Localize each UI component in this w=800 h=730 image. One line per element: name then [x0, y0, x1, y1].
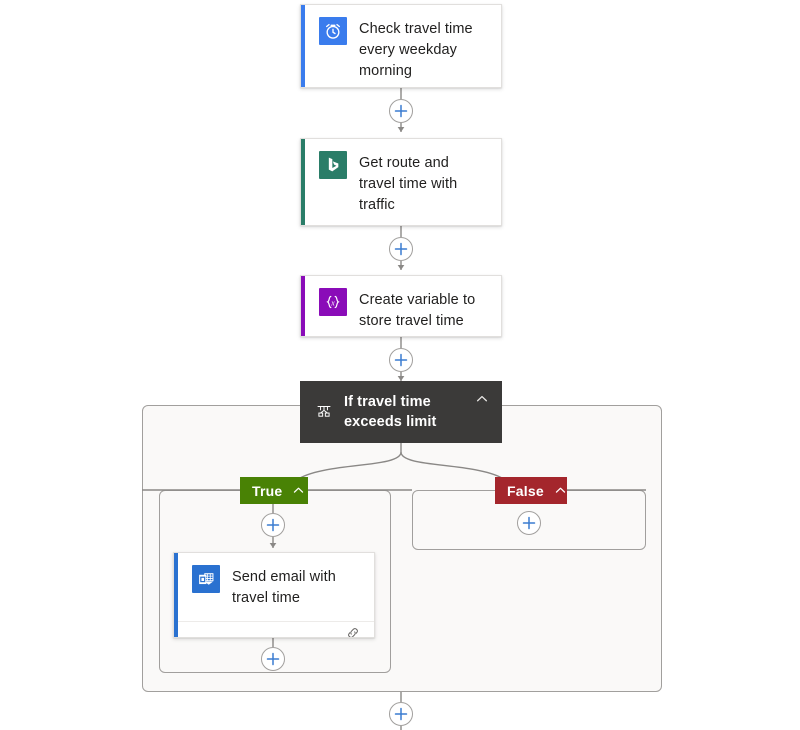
outlook-icon [192, 565, 220, 593]
condition-icon [314, 402, 334, 422]
card-accent-bar [301, 5, 305, 87]
chevron-up-icon[interactable] [554, 484, 567, 497]
action-card-send-email[interactable]: Send email with travel time [173, 552, 375, 638]
action-card-create-variable[interactable]: x Create variable to store travel time [300, 275, 502, 337]
add-step-button-after-create-variable[interactable] [389, 348, 413, 372]
trigger-card-check-travel-time[interactable]: Check travel time every weekday morning [300, 4, 502, 88]
action-card-get-route[interactable]: Get route and travel time with traffic [300, 138, 502, 226]
branch-label-text: True [252, 482, 283, 499]
condition-card-header[interactable]: If travel time exceeds limit [300, 381, 502, 443]
condition-title: If travel time exceeds limit [344, 394, 437, 430]
add-step-button-true-top[interactable] [261, 513, 285, 537]
chevron-up-icon[interactable] [472, 389, 492, 409]
bing-maps-icon [319, 151, 347, 179]
action-title: Get route and travel time with traffic [359, 155, 458, 213]
branch-label-text: False [507, 482, 544, 499]
card-accent-bar [301, 276, 305, 336]
chevron-up-icon[interactable] [292, 484, 305, 497]
add-step-button-after-condition[interactable] [389, 702, 413, 726]
trigger-title: Check travel time every weekday morning [359, 21, 473, 79]
action-title: Create variable to store travel time [359, 292, 476, 329]
action-title: Send email with travel time [232, 569, 336, 606]
card-footer [178, 621, 374, 637]
svg-text:x: x [330, 298, 335, 307]
add-step-button-true-bottom[interactable] [261, 647, 285, 671]
alarm-clock-icon [319, 17, 347, 45]
variable-braces-icon: x [319, 288, 347, 316]
branch-label-true[interactable]: True [240, 477, 308, 504]
card-accent-bar [174, 553, 178, 637]
add-step-button-after-trigger[interactable] [389, 99, 413, 123]
link-icon[interactable] [345, 625, 361, 637]
branch-label-false[interactable]: False [495, 477, 567, 504]
card-accent-bar [301, 139, 305, 225]
add-step-button-after-get-route[interactable] [389, 237, 413, 261]
add-step-button-false[interactable] [517, 511, 541, 535]
